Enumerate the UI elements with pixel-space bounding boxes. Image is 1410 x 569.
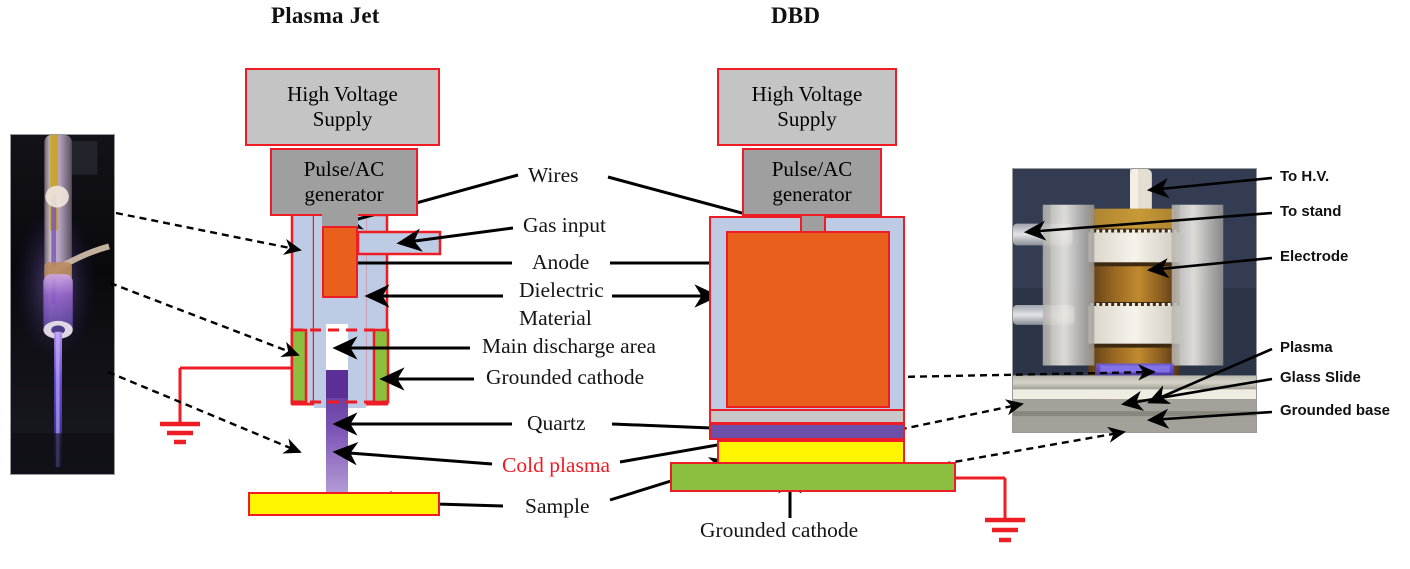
label-to-stand: To stand	[1280, 203, 1342, 220]
dbd-electrode-contact	[800, 216, 826, 232]
dbd-generator-line2: generator	[772, 182, 852, 206]
dbd-cold-plasma	[709, 423, 905, 440]
dbd-hv-supply-line2: Supply	[777, 107, 837, 131]
jet-hv-supply-line2: Supply	[312, 107, 373, 131]
dashed-connectors-left	[107, 211, 302, 454]
dbd-anode	[726, 231, 890, 408]
dbd-photograph	[1012, 168, 1257, 433]
label-gas-input: Gas input	[523, 213, 607, 237]
leader-cold-plasma	[332, 441, 493, 466]
title-dbd: DBD	[771, 3, 821, 28]
label-sample: Sample	[525, 494, 590, 518]
label-grounded-cathode-jet: Grounded cathode	[486, 365, 645, 389]
label-quartz: Quartz	[527, 411, 586, 435]
dbd-generator-line1: Pulse/AC	[771, 157, 853, 181]
label-cold-plasma: Cold plasma	[502, 453, 611, 477]
jet-inner-sleeve-right	[348, 324, 360, 408]
leader-gas-input	[396, 226, 514, 252]
label-glass-slide: Glass Slide	[1280, 369, 1361, 386]
jet-electrode-contact	[322, 212, 358, 226]
label-anode: Anode	[532, 250, 590, 274]
jet-generator-line1: Pulse/AC	[303, 157, 385, 181]
jet-sample	[248, 492, 440, 516]
label-plasma: Plasma	[1280, 339, 1333, 356]
dbd-quartz	[709, 409, 905, 424]
label-material: Material	[519, 306, 592, 330]
dbd-hv-supply-line1: High Voltage	[751, 82, 863, 106]
label-dielectric: Dielectric	[519, 278, 604, 302]
leader-lines-right-photo	[1023, 176, 1273, 429]
jet-gas-input-tube	[356, 230, 442, 256]
jet-pulse-ac-generator: Pulse/AC generator	[270, 148, 418, 216]
label-main-discharge-area: Main discharge area	[482, 334, 656, 358]
jet-high-voltage-supply: High Voltage Supply	[245, 68, 440, 146]
jet-cathode-dashed-marks	[292, 328, 388, 404]
jet-inner-sleeve-left	[314, 324, 326, 408]
jet-ground-symbol	[160, 421, 200, 445]
label-wires: Wires	[528, 163, 579, 187]
dashed-connectors-right	[887, 364, 1156, 470]
title-plasma-jet: Plasma Jet	[271, 3, 380, 28]
dbd-ground-symbol	[985, 517, 1025, 543]
jet-cold-plasma-column	[326, 370, 348, 500]
label-grounded-base: Grounded base	[1280, 402, 1391, 419]
label-electrode: Electrode	[1280, 248, 1349, 265]
dbd-grounded-cathode	[670, 462, 956, 492]
jet-anode	[322, 226, 358, 298]
jet-hv-supply-line1: High Voltage	[287, 82, 398, 106]
label-grounded-cathode-dbd: Grounded cathode	[700, 518, 859, 542]
dbd-high-voltage-supply: High Voltage Supply	[717, 68, 897, 146]
jet-generator-line2: generator	[304, 182, 384, 206]
dbd-pulse-ac-generator: Pulse/AC generator	[742, 148, 882, 216]
plasma-jet-photograph	[10, 134, 115, 475]
label-to-hv: To H.V.	[1280, 168, 1330, 185]
